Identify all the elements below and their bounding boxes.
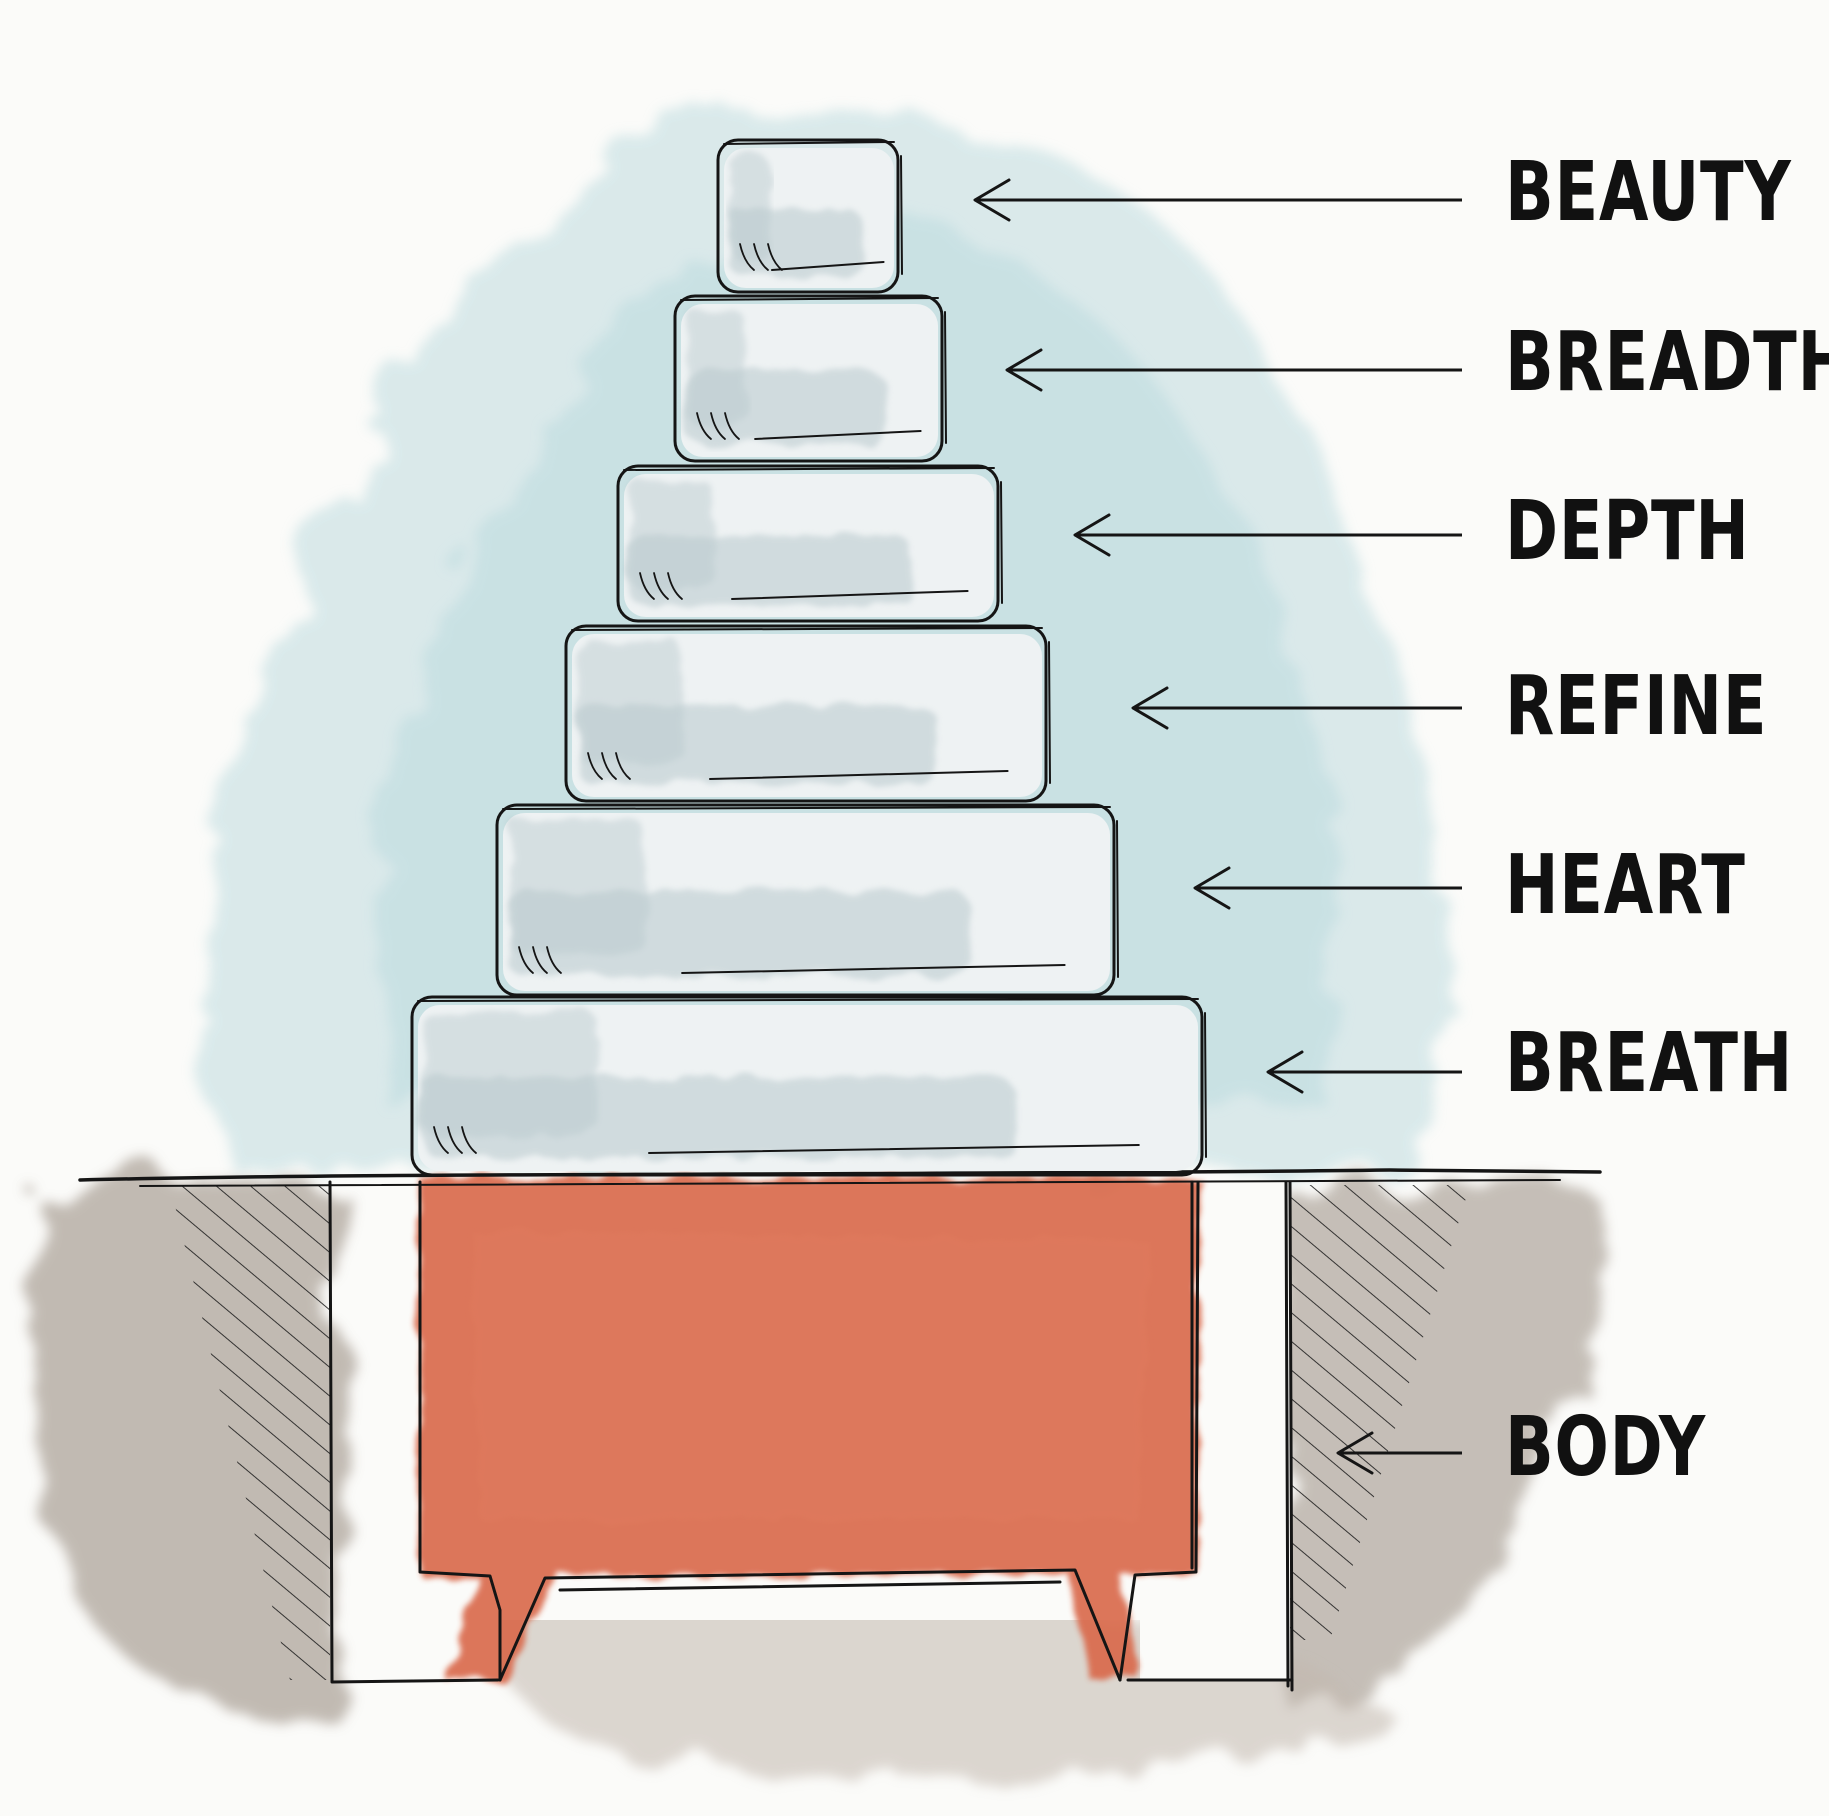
label-breath: BREATH xyxy=(1505,1023,1793,1105)
stone-depth xyxy=(618,466,1002,621)
label-refine: REFINE xyxy=(1505,666,1767,748)
stone-beauty xyxy=(718,140,902,292)
stone-refine xyxy=(566,626,1050,801)
label-body: BODY xyxy=(1505,1407,1706,1489)
stone-breadth xyxy=(675,296,946,461)
label-beauty: BEAUTY xyxy=(1505,152,1792,234)
stone-heart xyxy=(497,805,1118,995)
label-heart: HEART xyxy=(1505,845,1746,927)
stone-breath xyxy=(412,997,1206,1175)
label-depth: DEPTH xyxy=(1505,491,1750,573)
label-breadth: BREADTH xyxy=(1505,322,1829,404)
